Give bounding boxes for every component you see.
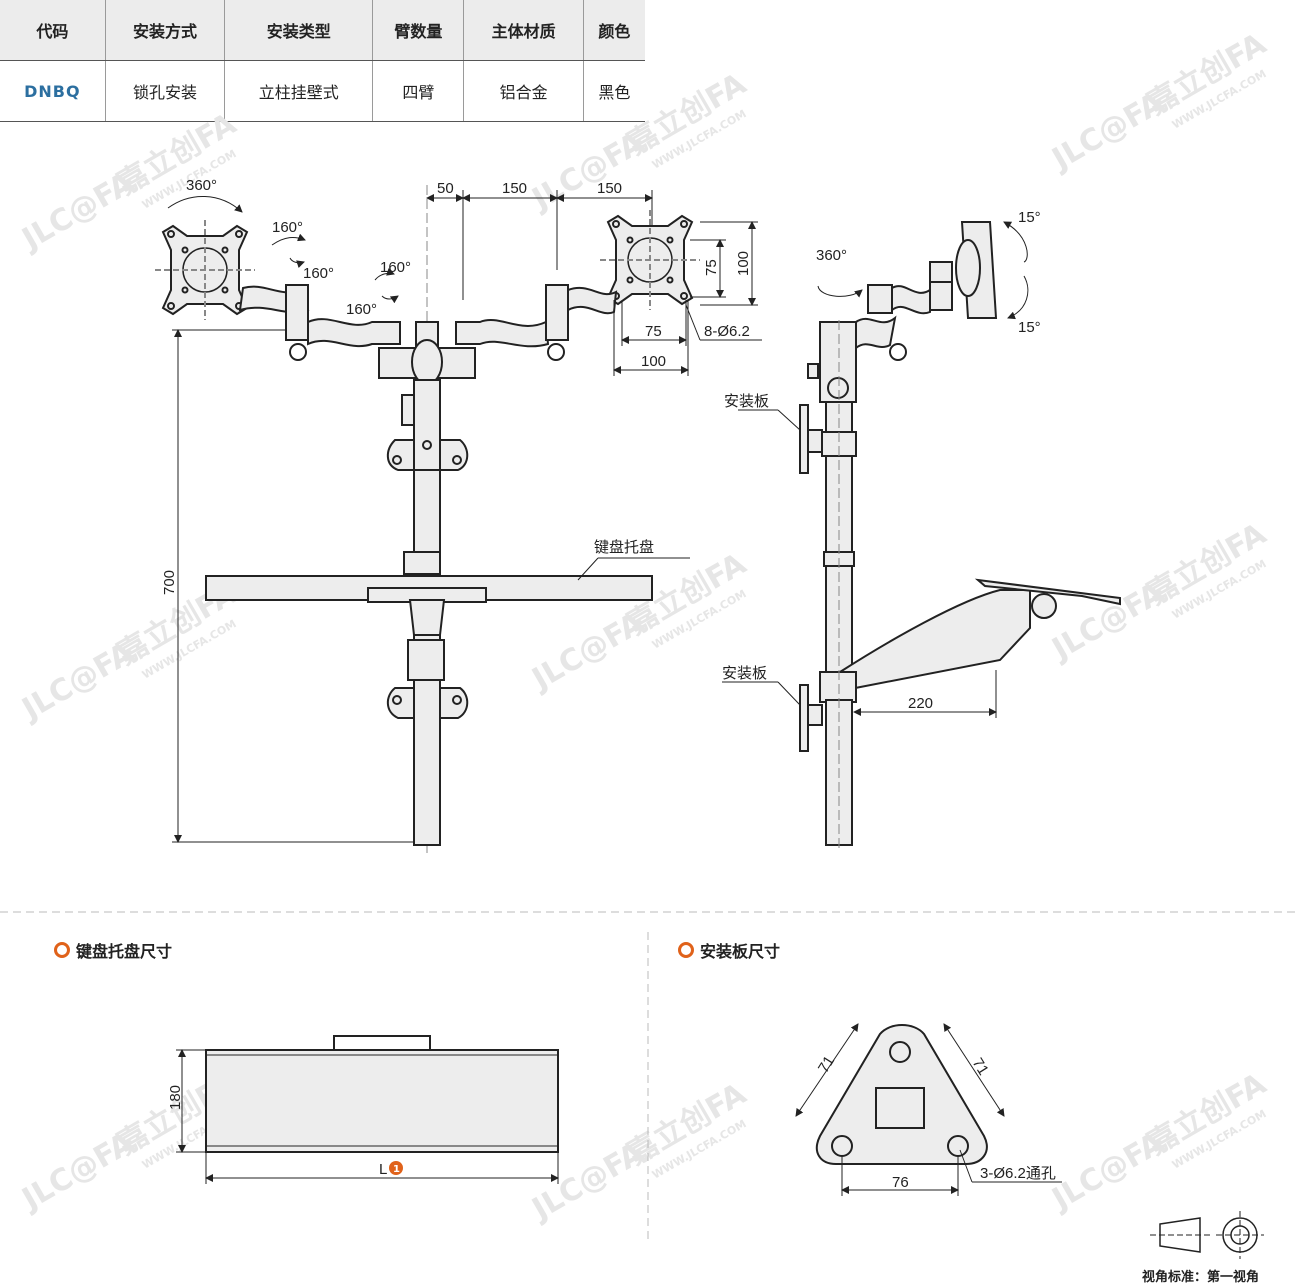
spec-table: 代码 安装方式 安装类型 臂数量 主体材质 颜色 DNBQ 锁孔安装 立柱挂壁式… xyxy=(0,0,645,122)
dim-75-h: 75 xyxy=(645,323,662,340)
dim-180: 180 xyxy=(167,1085,184,1110)
dim-L-note-badge xyxy=(389,1161,403,1175)
dim-71-b: 71 xyxy=(969,1055,992,1078)
header-mount-type: 安装类型 xyxy=(224,0,374,61)
header-material: 主体材质 xyxy=(463,0,584,61)
cell-arm-count: 四臂 xyxy=(372,60,465,122)
tray-labels: 180 L 1 xyxy=(167,1085,403,1178)
header-mount-method: 安装方式 xyxy=(105,0,226,61)
tilt-up: 15° xyxy=(1018,209,1041,226)
cell-code: DNBQ xyxy=(0,60,106,122)
section-ring-icon xyxy=(678,942,694,958)
projection-standard: 视角标准：第一视角 xyxy=(1142,1270,1260,1285)
dim-150-b: 150 xyxy=(597,180,622,197)
front-rot-360: 360° xyxy=(186,177,217,194)
cell-mount-type: 立柱挂壁式 xyxy=(224,60,374,122)
dim-700: 700 xyxy=(161,570,178,595)
front-rot-160-d: 160° xyxy=(346,301,377,318)
mount-plate-label-top: 安装板 xyxy=(724,392,769,410)
dim-220: 220 xyxy=(908,695,933,712)
dim-150-a: 150 xyxy=(502,180,527,197)
front-rot-160-c: 160° xyxy=(380,259,411,276)
first-angle-projection-icon xyxy=(1150,1211,1264,1259)
dim-L-note: 1 xyxy=(393,1164,400,1175)
plate-section-title: 安装板尺寸 xyxy=(678,938,780,962)
cell-mount-method: 锁孔安装 xyxy=(105,60,226,122)
front-rot-160-a: 160° xyxy=(272,219,303,236)
plate-labels: 71 71 76 3-Ø6.2通孔 xyxy=(815,1053,1056,1191)
spec-header-row: 代码 安装方式 安装类型 臂数量 主体材质 颜色 xyxy=(0,0,645,61)
plate-section-title-text: 安装板尺寸 xyxy=(700,942,781,961)
tray-top-view xyxy=(176,1035,559,1184)
front-rot-160-b: 160° xyxy=(303,265,334,282)
tray-section-title-text: 键盘托盘尺寸 xyxy=(76,942,173,961)
front-view-labels: 360° 160° 160° 160° 160° 50 150 150 75 1… xyxy=(161,177,752,595)
mount-plate-label-bottom: 安装板 xyxy=(722,664,767,682)
dim-L: L xyxy=(379,1161,387,1178)
dim-100-h: 100 xyxy=(641,353,666,370)
tilt-down: 15° xyxy=(1018,319,1041,336)
keyboard-tray-label: 键盘托盘 xyxy=(594,538,654,556)
section-ring-icon xyxy=(54,942,70,958)
side-view xyxy=(722,221,1121,850)
header-color: 颜色 xyxy=(583,0,645,61)
front-view xyxy=(154,185,762,855)
cell-material: 铝合金 xyxy=(463,60,584,122)
header-code: 代码 xyxy=(0,0,106,61)
tray-section-title: 键盘托盘尺寸 xyxy=(54,938,172,962)
plate-hole-spec: 3-Ø6.2通孔 xyxy=(980,1165,1056,1182)
side-view-labels: 360° 15° 15° 安装板 安装板 220 xyxy=(722,209,1041,712)
dim-76: 76 xyxy=(892,1174,909,1191)
dim-71-a: 71 xyxy=(815,1053,838,1076)
dim-100-v: 100 xyxy=(735,251,752,276)
side-rot-360: 360° xyxy=(816,247,847,264)
cell-color: 黑色 xyxy=(583,60,645,122)
spec-data-row: DNBQ 锁孔安装 立柱挂壁式 四臂 铝合金 黑色 xyxy=(0,60,645,122)
dim-50: 50 xyxy=(437,180,454,197)
watermark xyxy=(14,26,1273,1228)
header-arm-count: 臂数量 xyxy=(372,0,465,61)
dim-75-v: 75 xyxy=(703,259,720,276)
mount-plate-drawing xyxy=(795,1023,1062,1196)
hole-spec-front: 8-Ø6.2 xyxy=(704,323,750,340)
